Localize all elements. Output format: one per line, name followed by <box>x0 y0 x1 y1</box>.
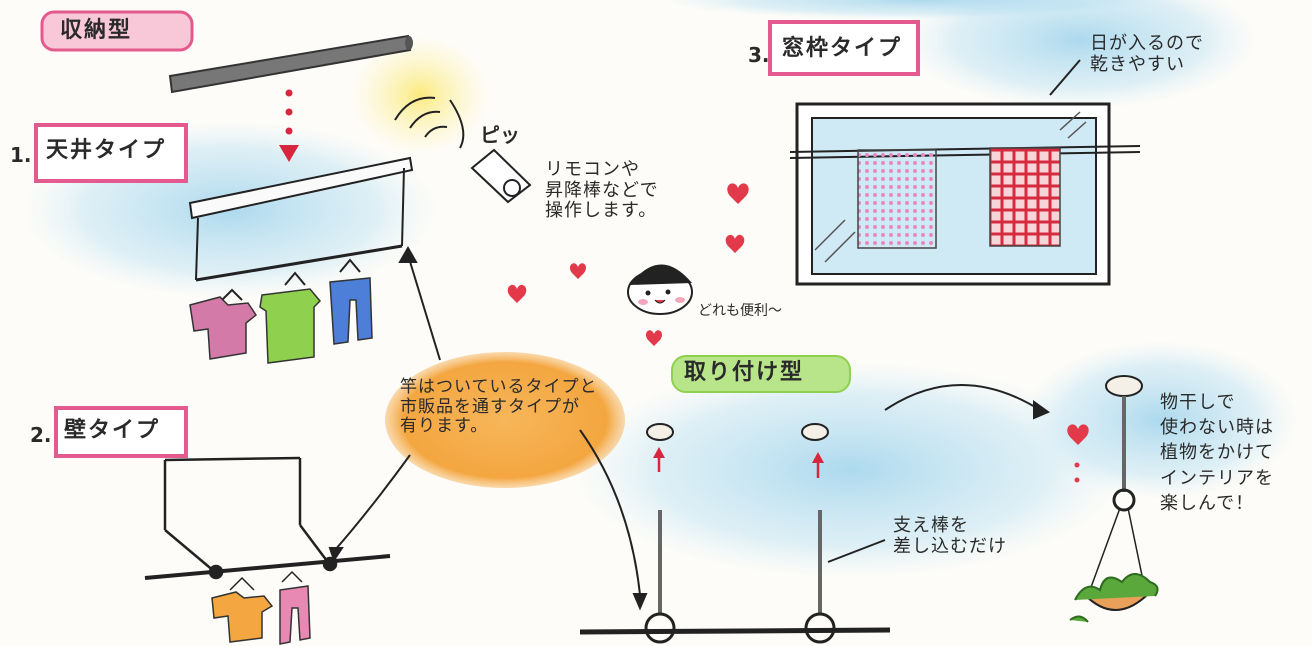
wall-type-number: 2. <box>30 423 52 447</box>
plants-note: 物干しで 使わない時は 植物をかけて インテリアを 楽しんで！ <box>1160 392 1274 514</box>
remote-note: リモコンや 昇降棒などで 操作します。 <box>545 159 659 222</box>
convenient-note: どれも便利～ <box>698 303 782 319</box>
beep-sound-text: ピッ <box>480 123 520 147</box>
mount-type-frame <box>671 355 851 393</box>
ceiling-type-number: 1. <box>10 143 32 167</box>
sunlight-note: 日が入るので 乾きやすい <box>1090 33 1204 75</box>
mount-type-drawing <box>579 423 891 644</box>
wall-clothes <box>211 585 311 645</box>
remote-control <box>394 96 532 204</box>
wall-type-drawing <box>144 456 391 591</box>
decorative-hearts <box>507 183 1089 483</box>
down-arrow-red <box>279 89 299 162</box>
smiley-face <box>627 264 693 315</box>
wall-type-title: 壁タイプ <box>64 418 161 443</box>
storage-type-frame <box>40 10 194 52</box>
stored-rod <box>168 34 413 94</box>
ceiling-type-drawing <box>188 156 414 301</box>
window-type-title: 窓枠タイプ <box>782 36 903 61</box>
pointer-arrows <box>328 245 1051 611</box>
mount-type-title: 取り付け型 <box>684 360 805 385</box>
ceiling-type-frame <box>34 123 188 183</box>
wall-type-frame <box>54 406 188 458</box>
window-type-number: 3. <box>748 43 770 67</box>
sunlight-pointer <box>1049 59 1081 96</box>
orange-note-blob <box>385 352 625 488</box>
blue-wash-backgrounds <box>20 0 1300 580</box>
ceiling-clothes <box>189 277 373 364</box>
window-type-frame <box>768 20 920 76</box>
ceiling-type-title: 天井タイプ <box>46 138 167 163</box>
hanging-plant-drawing <box>1069 375 1159 623</box>
insert-rod-note: 支え棒を 差し込むだけ <box>893 515 1007 557</box>
window-frame-drawing <box>789 102 1141 286</box>
remote-glow <box>350 35 490 155</box>
storage-type-title: 収納型 <box>60 18 133 43</box>
pole-types-note: 竿はついているタイプと 市販品を通すタイプが 有ります。 <box>400 377 598 437</box>
